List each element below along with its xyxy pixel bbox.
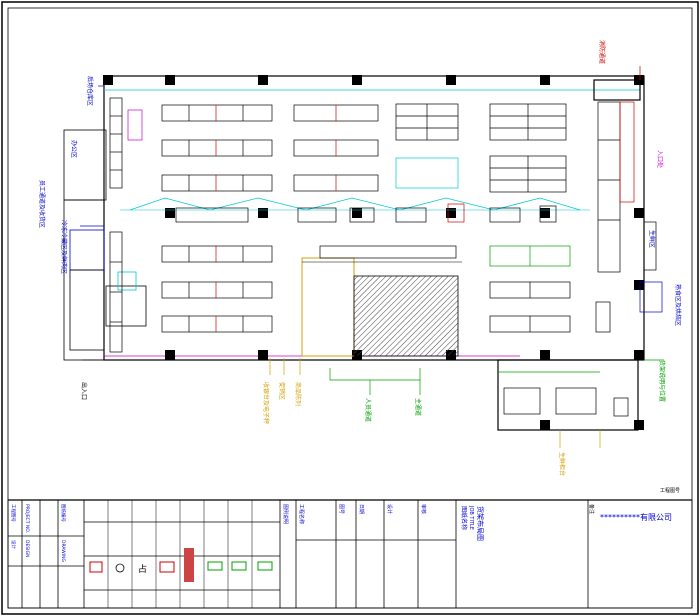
annotation-bottom-4: 人员通道	[364, 398, 372, 422]
legend-title: 图例说明	[282, 504, 289, 524]
right-wall-cases	[597, 101, 663, 313]
store-walls	[103, 75, 645, 431]
lower-annex	[498, 371, 629, 417]
tb-col2-1: DESIGN	[24, 540, 30, 557]
tb-col3-1: DRAWING	[60, 540, 66, 562]
leader-lines	[80, 66, 664, 448]
drawing-title-en: JOB TITLE	[468, 505, 474, 530]
legend-grid	[107, 500, 253, 608]
drawing-title-cn: 图纸名称	[460, 506, 468, 530]
tb-col1-0: 工程图号	[10, 504, 17, 522]
shelves-lower-left	[161, 245, 273, 333]
annotation-left-4: 冷冻冷藏区及鲜肉区	[60, 220, 68, 274]
annotation-right-1: 入口处	[656, 150, 664, 168]
legend-symbol-text: 占	[138, 563, 147, 575]
annotation-left-5: 出入口	[80, 382, 88, 400]
tb-col1-1: 设计	[10, 540, 17, 549]
drawing-no: 图号	[338, 504, 344, 514]
annotation-bottom-3: 商品陈列	[294, 382, 302, 406]
annotation-bottom-2: 促销区	[278, 382, 286, 400]
island-shelves	[395, 103, 567, 193]
annotation-right-4: 货架说明与位置	[658, 360, 666, 402]
design-label: 设计	[386, 504, 393, 514]
annotation-bottom-1: 收银台及电子秤	[262, 382, 270, 424]
remark-label: 备注	[588, 504, 595, 514]
company-name: **********有限公司	[600, 512, 672, 522]
annotation-left-3: 员工通道及收货区	[38, 180, 46, 228]
annotation-top-right: 消防通道	[598, 40, 606, 64]
annotation-bottom-5: 主通道	[414, 398, 422, 416]
drawing-date: 日期	[358, 504, 364, 514]
annotation-right-3: 熟食区及烘焙区	[674, 284, 682, 326]
corner-mark: 工程图号	[660, 487, 680, 494]
legend-symbols: 占	[89, 548, 273, 582]
mid-cases	[175, 203, 557, 223]
shelves-upper-left	[161, 104, 379, 192]
left-wall-shelves	[109, 97, 143, 353]
check-label: 审核	[420, 504, 427, 514]
tb-col2-0: PROJECT NO.	[24, 504, 30, 533]
annotation-left-2: 办公区	[70, 140, 78, 158]
left-annex	[63, 129, 147, 361]
columns	[103, 75, 644, 430]
tb-col3-0: 图纸编号	[60, 504, 67, 522]
zigzag-boundary	[129, 197, 581, 211]
annotation-left-1: 后场仓库区	[86, 76, 94, 106]
title-block	[7, 499, 693, 609]
shelves-lower-right	[489, 245, 611, 333]
annotation-right-2: 生鲜区	[648, 230, 656, 248]
annotation-bottom-6: 生鲜柜台	[558, 452, 566, 476]
drawing-name: 货架布局图	[476, 506, 485, 541]
central-block	[301, 245, 462, 357]
project-name: 工程名称	[298, 504, 305, 524]
